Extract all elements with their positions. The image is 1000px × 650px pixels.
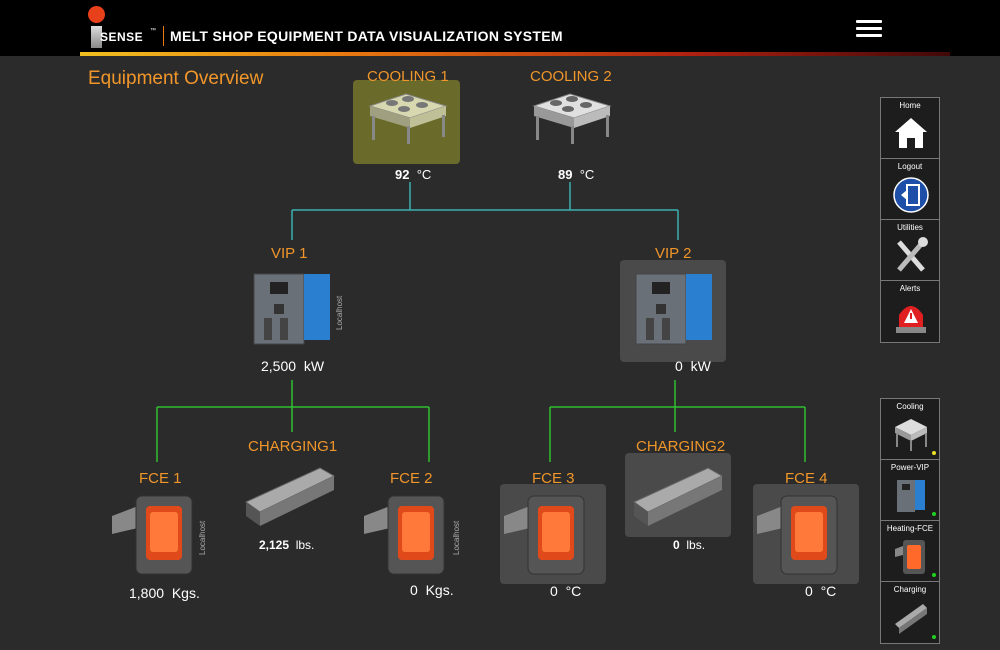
fce-4-label: FCE 4 — [785, 470, 828, 487]
fce-3-label: FCE 3 — [532, 470, 575, 487]
charger-icon — [895, 604, 927, 634]
status-dot — [932, 451, 936, 455]
header-gradient-bar — [80, 52, 950, 56]
home-icon — [895, 118, 927, 148]
tools-icon — [897, 237, 928, 272]
sidebar-item-power-vip[interactable]: Power-VIP — [881, 460, 939, 521]
fce-1-side-text: Localhost — [198, 520, 207, 555]
sidebar-item-charging[interactable]: Charging — [881, 582, 939, 643]
cooling-unit-icon[interactable] — [526, 88, 621, 144]
sidebar-item-alerts[interactable]: Alerts — [881, 281, 939, 342]
sidebar-item-home[interactable]: Home — [881, 98, 939, 159]
logout-icon — [893, 177, 929, 213]
power-vip-icon[interactable] — [250, 268, 340, 348]
cooling-1-label: COOLING 1 — [367, 68, 449, 85]
furnace-icon[interactable] — [360, 488, 460, 580]
hamburger-menu-icon[interactable] — [856, 20, 882, 40]
sidebar-item-cooling[interactable]: Cooling — [881, 399, 939, 460]
vip-1-label: VIP 1 — [271, 245, 308, 262]
sidebar-item-heating-fce[interactable]: Heating-FCE — [881, 521, 939, 582]
cooling-unit-icon — [895, 419, 927, 451]
sidebar-nav: Home Logout Utilities Alerts — [880, 97, 940, 343]
logo-text: SENSE — [100, 30, 144, 44]
sidebar-item-label: Home — [899, 101, 921, 110]
sidebar-item-utilities[interactable]: Utilities — [881, 220, 939, 281]
app-title: MELT SHOP EQUIPMENT DATA VISUALIZATION S… — [170, 28, 563, 44]
cooling-2-label: COOLING 2 — [530, 68, 612, 85]
fce-4-value: 0 °C — [805, 583, 837, 599]
alarm-icon — [896, 306, 926, 333]
isense-logo: SENSE ™ — [86, 6, 176, 50]
charging-2-value: 0 lbs. — [673, 538, 706, 552]
sidebar-item-label: Power-VIP — [890, 463, 930, 472]
cooling-2-value: 89 °C — [558, 167, 595, 182]
power-vip-icon[interactable] — [632, 268, 722, 348]
sidebar-item-label: Utilities — [897, 223, 923, 232]
vip-1-side-text: Localhost — [335, 295, 344, 330]
fce-3-value: 0 °C — [550, 583, 582, 599]
sidebar-item-label: Alerts — [899, 284, 921, 293]
logo-dot — [88, 6, 105, 23]
furnace-icon[interactable] — [108, 488, 208, 580]
charger-icon[interactable] — [628, 460, 728, 532]
vip-1-value: 2,500 kW — [261, 358, 325, 374]
furnace-icon — [895, 540, 925, 574]
cooling-unit-icon[interactable] — [362, 88, 450, 144]
furnace-icon[interactable] — [753, 488, 853, 580]
fce-1-value: 1,800 Kgs. — [129, 585, 200, 601]
sidebar-item-label: Logout — [897, 162, 923, 171]
fce-2-label: FCE 2 — [390, 470, 433, 487]
fce-2-side-text: Localhost — [452, 520, 461, 555]
sidebar-item-label: Charging — [893, 585, 927, 594]
header-divider — [163, 26, 164, 46]
page-title: Equipment Overview — [88, 68, 264, 89]
charging-1-value: 2,125 lbs. — [259, 538, 315, 552]
charging-1-label: CHARGING1 — [248, 438, 338, 455]
status-dot — [932, 635, 936, 639]
fce-1-label: FCE 1 — [139, 470, 182, 487]
power-vip-icon — [897, 480, 925, 512]
app-header: SENSE ™ MELT SHOP EQUIPMENT DATA VISUALI… — [0, 0, 1000, 56]
furnace-icon[interactable] — [500, 488, 600, 580]
sidebar-equipment: Cooling Power-VIP Heating-FCE Charging — [880, 398, 940, 644]
status-dot — [932, 573, 936, 577]
status-dot — [932, 512, 936, 516]
vip-2-value: 0 kW — [675, 358, 711, 374]
cooling-1-value: 92 °C — [395, 167, 432, 182]
vip-2-label: VIP 2 — [655, 245, 692, 262]
fce-2-value: 0 Kgs. — [410, 582, 454, 598]
charging-2-label: CHARGING2 — [636, 438, 726, 455]
charger-icon[interactable] — [240, 460, 340, 532]
sidebar-item-label: Heating-FCE — [886, 524, 934, 533]
sidebar-item-logout[interactable]: Logout — [881, 159, 939, 220]
logo-i — [91, 26, 102, 48]
sidebar-item-label: Cooling — [896, 402, 924, 411]
logo-trademark: ™ — [150, 28, 156, 34]
